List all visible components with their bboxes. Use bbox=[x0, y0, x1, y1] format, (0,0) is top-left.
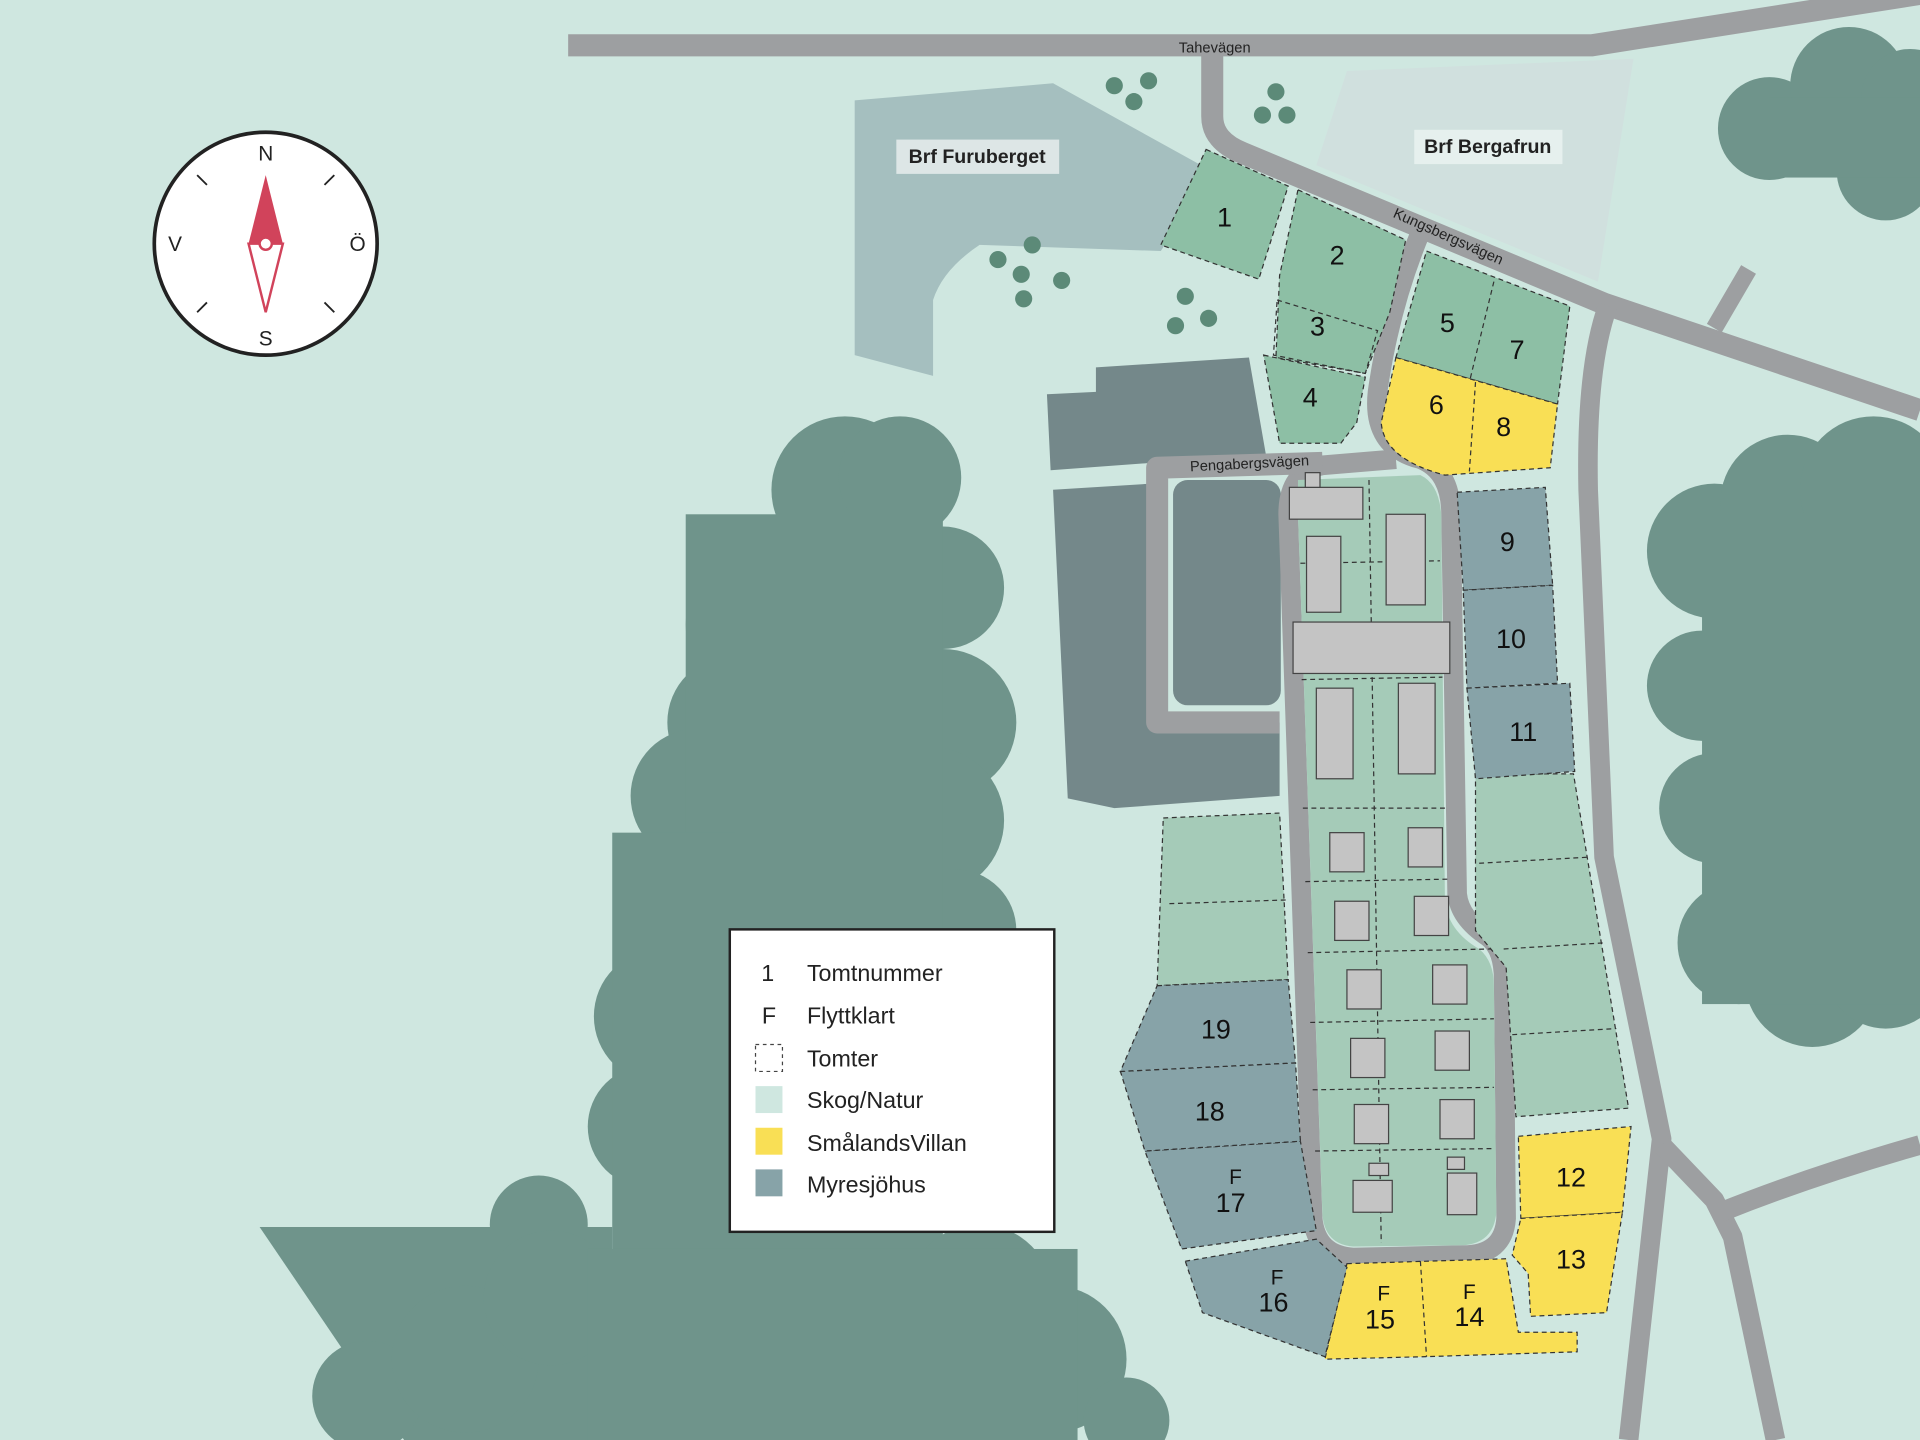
road-label-tahevagen: Tahevägen bbox=[1179, 41, 1251, 57]
plot-number: 11 bbox=[1509, 717, 1537, 747]
plot-number: 1 bbox=[1217, 203, 1232, 233]
road-label-pengabergsvagen: Pengabergsvägen bbox=[1190, 453, 1310, 475]
compass-s: S bbox=[259, 327, 273, 350]
compass-n: N bbox=[258, 142, 273, 165]
legend-label: Flyttklart bbox=[807, 1003, 895, 1029]
plot-number: 14 bbox=[1454, 1302, 1484, 1332]
compass-needle-north bbox=[248, 175, 283, 244]
flyttklart-mark: F bbox=[1377, 1282, 1390, 1305]
plot-number: 16 bbox=[1258, 1287, 1288, 1317]
plot-number: 15 bbox=[1365, 1305, 1395, 1335]
legend-swatch-myresjohus bbox=[755, 1169, 783, 1197]
plot-numbers: 1 2 3 4 5 6 7 8 9 10 11 12 13 F 14 F 15 … bbox=[1195, 203, 1586, 1335]
legend-label: Skog/Natur bbox=[807, 1087, 924, 1113]
plot-16[interactable] bbox=[1184, 1238, 1348, 1358]
plot-number: 7 bbox=[1510, 335, 1525, 365]
plot-number: 2 bbox=[1330, 240, 1345, 270]
plot-number: 5 bbox=[1440, 308, 1455, 338]
legend: 1 Tomtnummer F Flyttklart Tomter Skog/Na… bbox=[728, 928, 1056, 1234]
area-label-bergafrun: Brf Bergafrun bbox=[1424, 136, 1551, 158]
plot-4[interactable] bbox=[1262, 354, 1367, 444]
compass-e: Ö bbox=[349, 233, 365, 256]
label-bg bbox=[896, 139, 1060, 174]
plot-17[interactable] bbox=[1144, 1140, 1318, 1250]
plot-19[interactable] bbox=[1119, 978, 1297, 1073]
flyttklart-mark: F bbox=[1463, 1281, 1476, 1304]
legend-label: Tomtnummer bbox=[807, 960, 943, 986]
other-plots bbox=[1156, 773, 1630, 1118]
legend-label: Myresjöhus bbox=[807, 1172, 926, 1198]
plot-6-8[interactable] bbox=[1380, 356, 1559, 476]
flyttklart-mark: F bbox=[1229, 1166, 1242, 1189]
area-bergafrun bbox=[1316, 58, 1634, 282]
plot-number: 13 bbox=[1556, 1245, 1586, 1275]
plot-number: 19 bbox=[1201, 1014, 1231, 1044]
plot-number: 6 bbox=[1429, 390, 1444, 420]
plot-3 bbox=[1272, 299, 1379, 375]
legend-swatch-smalandsvillan bbox=[755, 1127, 783, 1155]
plot-11[interactable] bbox=[1466, 682, 1576, 780]
legend-swatch-skog bbox=[755, 1086, 783, 1114]
legend-label: SmålandsVillan bbox=[807, 1130, 967, 1156]
legend-symbol: 1 bbox=[761, 960, 774, 986]
plot-13[interactable] bbox=[1511, 1211, 1624, 1317]
area-label-furuberget: Brf Furuberget bbox=[909, 146, 1047, 168]
plots bbox=[1119, 148, 1632, 1360]
plot-9[interactable] bbox=[1456, 486, 1554, 591]
roads bbox=[568, 0, 1920, 1440]
small-trees bbox=[989, 72, 1296, 335]
compass-w: V bbox=[168, 233, 182, 256]
flyttklart-mark: F bbox=[1271, 1266, 1284, 1289]
plot-number: 10 bbox=[1496, 624, 1526, 654]
plot-10[interactable] bbox=[1462, 584, 1559, 689]
plot-number: 17 bbox=[1216, 1188, 1246, 1218]
plot-number: 12 bbox=[1556, 1163, 1586, 1193]
plot-number: 18 bbox=[1195, 1096, 1225, 1126]
plot-18[interactable] bbox=[1119, 1062, 1302, 1152]
compass: N S Ö V bbox=[152, 130, 379, 357]
plot-1[interactable] bbox=[1159, 148, 1289, 280]
plot-number: 8 bbox=[1496, 412, 1511, 442]
legend-symbol: F bbox=[762, 1003, 776, 1029]
legend-label: Tomter bbox=[807, 1046, 878, 1072]
plot-number: 9 bbox=[1500, 527, 1515, 557]
label-bg bbox=[1414, 129, 1563, 165]
houses bbox=[1288, 472, 1478, 1216]
plot-number: 4 bbox=[1303, 383, 1318, 413]
plot-14-15[interactable] bbox=[1324, 1258, 1578, 1360]
plot-number: 3 bbox=[1310, 312, 1325, 342]
